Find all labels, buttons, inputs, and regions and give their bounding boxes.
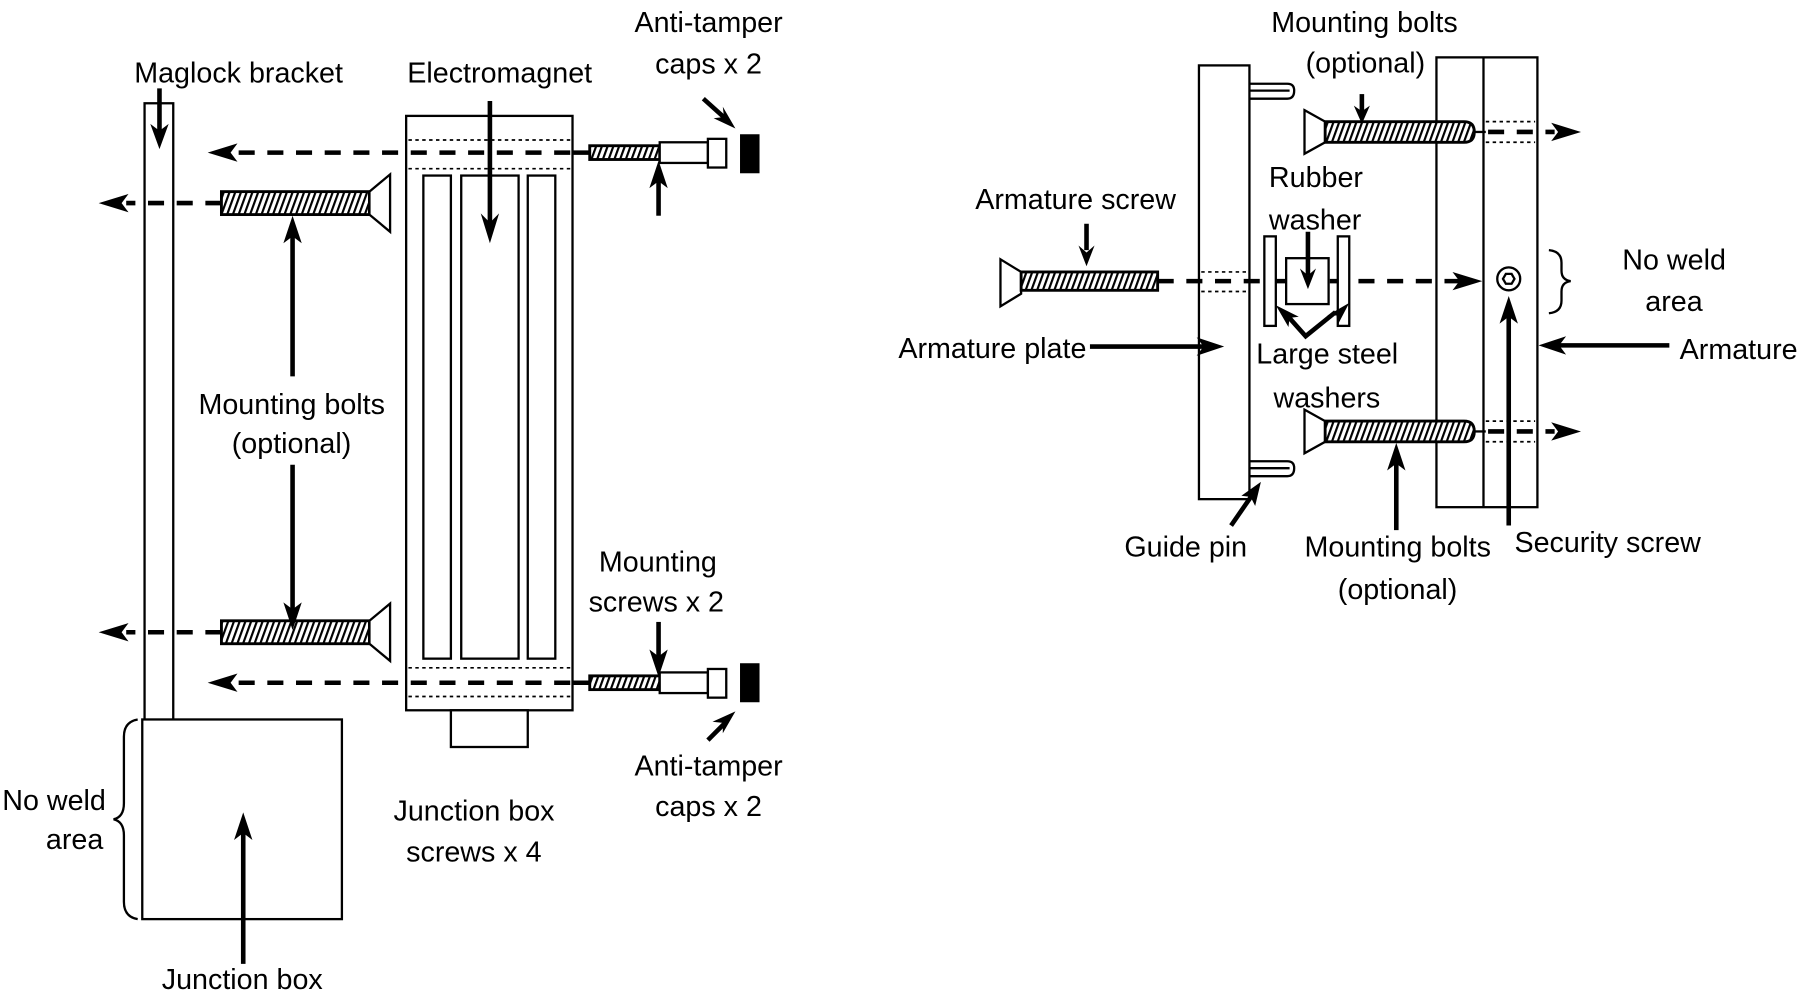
guide-pin-top <box>1249 82 1296 100</box>
arrow-security-screw <box>1499 296 1518 526</box>
arrow-mounting-screws <box>649 621 668 678</box>
maglock-bracket <box>143 102 175 722</box>
label-no-weld-right-2: area <box>1645 286 1702 318</box>
label-large-steel-washers-1: Large steel <box>1256 339 1398 371</box>
label-mounting-screws-2: screws x 2 <box>589 587 724 619</box>
label-mounting-screws-1: Mounting <box>599 546 717 578</box>
right-view: Mounting bolts (optional) Rubber washer … <box>898 7 1797 606</box>
label-no-weld-left-2: area <box>46 824 103 856</box>
arrow-maglock-bracket <box>150 88 169 150</box>
label-anti-tamper-top-1: Anti-tamper <box>634 7 783 39</box>
anti-tamper-cap-bottom <box>740 663 760 703</box>
mounting-bolt-top-right <box>1303 108 1486 156</box>
arrow-rubber-washer <box>1299 231 1316 290</box>
arrow-large-steel-washers <box>1275 302 1350 340</box>
label-anti-tamper-bottom-1: Anti-tamper <box>634 751 783 783</box>
label-mounting-bolts-1: Mounting bolts <box>198 389 384 421</box>
label-large-steel-washers-2: washers <box>1273 382 1381 414</box>
mounting-bolt-top-left <box>219 171 392 235</box>
label-mounting-bolts-top-1: Mounting bolts <box>1271 7 1457 39</box>
label-armature-plate: Armature plate <box>898 333 1086 365</box>
arrow-electromagnet <box>480 100 500 244</box>
arrowhead-top-screw <box>207 143 238 162</box>
arrow-armature <box>1538 336 1670 355</box>
label-anti-tamper-top-2: caps x 2 <box>655 48 762 80</box>
label-guide-pin: Guide pin <box>1124 532 1247 564</box>
left-view: Maglock bracket Junction box No weld are… <box>2 7 783 996</box>
arrowhead-bolt-bottom <box>98 623 129 642</box>
label-rubber-washer-1: Rubber <box>1269 162 1363 194</box>
label-mounting-bolts-top-2: (optional) <box>1306 47 1426 79</box>
label-no-weld-left-1: No weld <box>2 785 106 817</box>
large-steel-washer-right <box>1336 235 1351 328</box>
label-armature-screw: Armature screw <box>975 184 1176 216</box>
label-mounting-bolts-2: (optional) <box>232 428 352 460</box>
arrow-mounting-screw-top <box>649 160 668 216</box>
label-maglock-bracket: Maglock bracket <box>134 58 343 90</box>
arrowhead-bolt-top-right <box>1551 122 1582 142</box>
mounting-bolt-bottom-right <box>1303 407 1486 456</box>
label-electromagnet: Electromagnet <box>407 58 592 90</box>
no-weld-brace-right <box>1548 249 1571 315</box>
label-junction-box-screws-1: Junction box <box>394 795 556 827</box>
arrow-junction-box <box>234 812 253 964</box>
label-rubber-washer-2: washer <box>1268 204 1362 236</box>
label-anti-tamper-bottom-2: caps x 2 <box>655 791 762 823</box>
arrowhead-armature-screw <box>1452 271 1483 291</box>
arrow-mounting-bolts-down <box>283 464 302 630</box>
arrow-guide-pin <box>1229 481 1261 527</box>
label-junction-box-screws-2: screws x 4 <box>406 837 541 869</box>
arrow-anti-tamper-top <box>701 96 736 129</box>
large-steel-washer-left <box>1263 235 1277 328</box>
arrow-anti-tamper-bottom <box>706 711 736 742</box>
label-armature: Armature <box>1680 334 1798 366</box>
mounting-screw-top <box>572 137 728 169</box>
mounting-screw-bottom <box>572 667 728 699</box>
label-security-screw: Security screw <box>1514 527 1701 559</box>
electromagnet <box>405 114 574 749</box>
no-weld-brace-left <box>113 718 138 921</box>
label-mounting-bolts-bottom-2: (optional) <box>1338 574 1458 606</box>
label-no-weld-right-1: No weld <box>1622 245 1726 277</box>
arrow-mounting-bolts-up <box>283 215 302 377</box>
arrow-armature-plate <box>1089 337 1225 356</box>
security-screw <box>1496 266 1522 292</box>
arrow-mounting-bolts-top-right <box>1353 94 1370 124</box>
label-junction-box: Junction box <box>162 964 324 996</box>
mounting-bolt-bottom-left <box>219 601 392 664</box>
arrowhead-bottom-screw <box>207 673 238 692</box>
anti-tamper-cap-top <box>740 134 760 174</box>
arrowhead-bolt-top <box>98 193 129 213</box>
arrowhead-bolt-bottom-right <box>1551 422 1582 441</box>
label-mounting-bolts-bottom-1: Mounting bolts <box>1305 532 1491 564</box>
armature-screw <box>999 257 1160 309</box>
guide-pin-bottom <box>1249 460 1296 478</box>
arrow-armature-screw <box>1078 223 1095 267</box>
arrow-mounting-bolts-bottom-right <box>1387 442 1406 531</box>
